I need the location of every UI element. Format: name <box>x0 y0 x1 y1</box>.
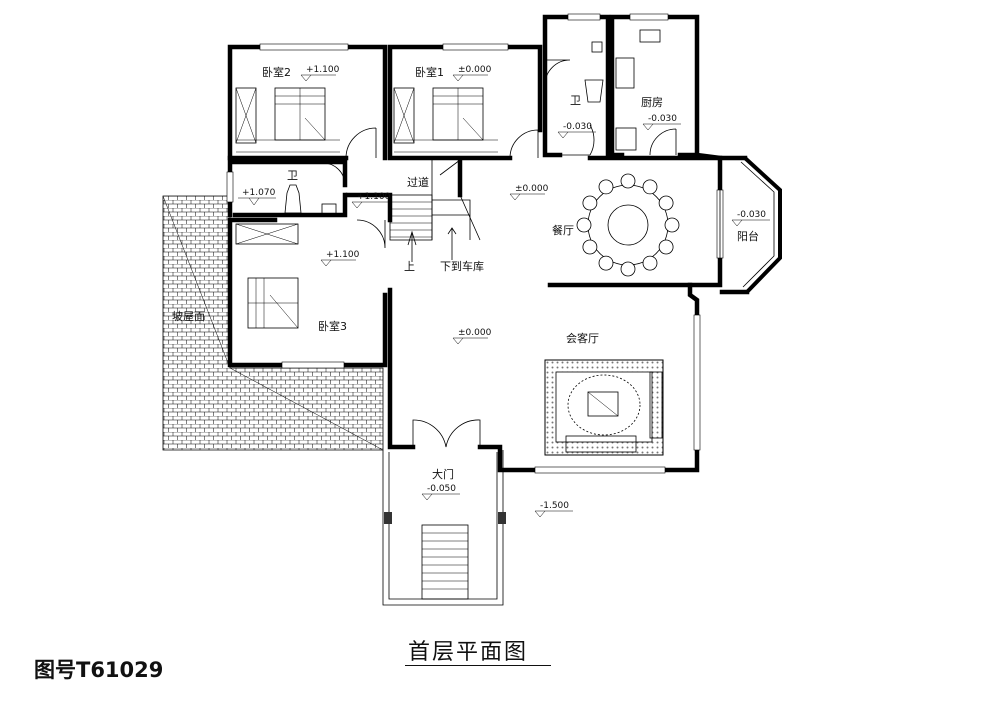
level-mark: +1.100 <box>320 250 360 267</box>
svg-text:-0.030: -0.030 <box>648 114 677 124</box>
label-bath-lower: 卫 <box>287 169 298 182</box>
label-bedroom3: 卧室3 <box>318 319 347 333</box>
living-room-set <box>544 359 664 456</box>
dining-chair <box>620 261 636 277</box>
svg-text:+1.100: +1.100 <box>306 65 340 75</box>
svg-text:-1.500: -1.500 <box>540 501 569 511</box>
label-roof-slope: 坡屋面 <box>172 310 205 323</box>
level-mark: -0.050 <box>421 484 460 501</box>
svg-text:+1.070: +1.070 <box>242 188 276 198</box>
roof-slope-area <box>162 195 384 451</box>
dining-table <box>576 173 680 277</box>
walls <box>227 14 782 473</box>
fixtures <box>236 29 661 215</box>
label-bath-upper: 卫 <box>570 94 581 107</box>
label-balcony: 阳台 <box>737 229 759 243</box>
svg-text:+1.100: +1.100 <box>357 192 391 202</box>
level-marks: +1.100 ±0.000 -0.030 -0.030 +1.070 +1.10… <box>238 65 770 518</box>
level-mark: +1.070 <box>238 188 276 206</box>
entrance-porch <box>382 450 506 606</box>
drawing-number: 图号T61029 <box>34 658 164 682</box>
level-mark: -1.500 <box>534 501 573 518</box>
title-underline <box>405 665 551 666</box>
level-mark: ±0.000 <box>452 328 492 345</box>
dining-chair <box>658 195 674 211</box>
level-mark: ±0.000 <box>452 65 492 82</box>
dining-chair <box>582 239 598 255</box>
svg-text:-0.050: -0.050 <box>427 484 456 494</box>
label-bedroom2: 卧室2 <box>262 65 291 79</box>
beds <box>247 87 484 329</box>
svg-text:-0.030: -0.030 <box>563 122 592 132</box>
label-entrance: 大门 <box>432 467 454 481</box>
dining-chair <box>582 195 598 211</box>
wardrobes <box>235 87 415 245</box>
dining-chair <box>620 173 636 189</box>
level-mark: -0.030 <box>731 210 770 227</box>
label-corridor: 过道 <box>407 175 429 189</box>
level-mark: -0.030 <box>642 114 681 131</box>
svg-text:-0.030: -0.030 <box>737 210 766 220</box>
svg-text:+1.100: +1.100 <box>326 250 360 260</box>
plan-title: 首层平面图 <box>408 640 529 665</box>
svg-text:±0.000: ±0.000 <box>515 184 549 194</box>
dining-chair <box>658 239 674 255</box>
label-kitchen: 厨房 <box>641 96 663 109</box>
level-mark: -0.030 <box>557 122 596 139</box>
label-stair-up: 上 <box>404 260 415 273</box>
svg-text:±0.000: ±0.000 <box>458 328 492 338</box>
level-mark: ±0.000 <box>509 184 549 201</box>
label-living: 会客厅 <box>566 331 599 345</box>
dining-chair <box>576 217 592 233</box>
svg-text:±0.000: ±0.000 <box>458 65 492 75</box>
level-mark: +1.100 <box>300 65 340 82</box>
stairs <box>389 159 481 262</box>
label-bedroom1: 卧室1 <box>415 65 444 79</box>
dining-chair <box>642 179 658 195</box>
dining-chair <box>664 217 680 233</box>
level-mark: +1.100 <box>351 192 391 209</box>
dining-chair <box>642 255 658 271</box>
dining-chair <box>598 255 614 271</box>
dining-chair <box>598 179 614 195</box>
label-dining: 餐厅 <box>552 223 574 237</box>
label-to-garage: 下到车库 <box>440 259 484 273</box>
doors <box>322 59 721 448</box>
